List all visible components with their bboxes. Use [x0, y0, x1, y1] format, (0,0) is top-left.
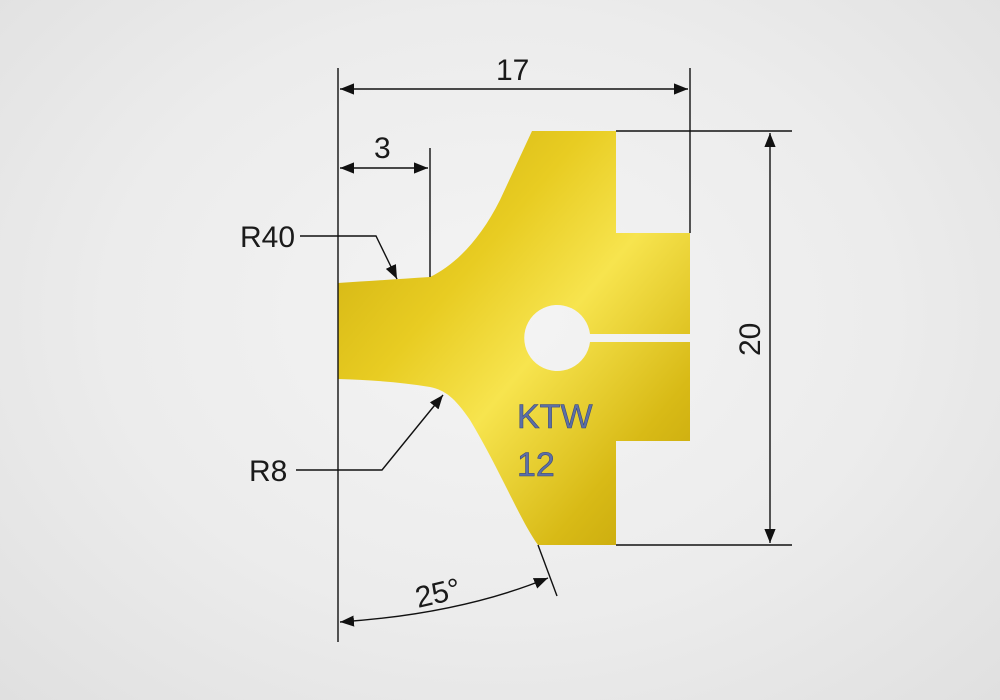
marking-line1: KTW: [517, 398, 593, 436]
dim-label-20: 20: [734, 323, 767, 356]
leader-r8: [296, 394, 444, 471]
dim-label-3: 3: [374, 132, 391, 165]
angle-extension-line: [537, 544, 558, 597]
angle-arc-25: [339, 577, 549, 627]
label-r8: R8: [249, 455, 287, 488]
label-r40: R40: [240, 221, 295, 254]
marking-line2: 12: [517, 446, 555, 484]
dim-label-17: 17: [496, 54, 529, 87]
leader-r40: [300, 235, 398, 280]
profile-knife-shape: [338, 131, 690, 545]
label-angle-25: 25°: [412, 572, 464, 614]
